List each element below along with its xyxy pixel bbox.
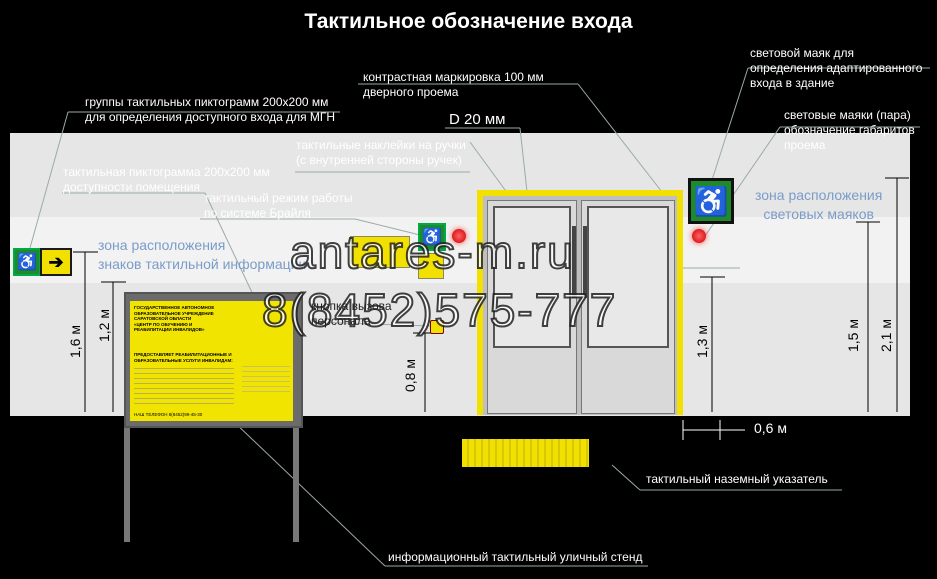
door-glass-right [587, 206, 669, 348]
direction-sign: ➔ [40, 248, 72, 276]
dim-1-5: 1,5 м [845, 319, 861, 352]
door-handle-left [572, 226, 576, 298]
stand-info-block [242, 366, 290, 396]
zone-light-beacons: зона расположения световых маяков [755, 187, 883, 222]
dim-1-6: 1,6 м [67, 325, 83, 358]
door-glass-left [493, 206, 571, 348]
wheelchair-sign-room: ♿ [418, 223, 446, 251]
label-street-stand: информационный тактильный уличный стенд [388, 550, 643, 564]
beacon-icon [452, 229, 466, 243]
dim-1-3: 1,3 м [694, 325, 710, 358]
dim-1-2: 1,2 м [96, 309, 112, 342]
tactile-ground-indicator [462, 439, 589, 467]
wheelchair-plate [418, 253, 444, 279]
label-contrast-marking: контрастная маркировка 100 мм дверного п… [363, 70, 544, 99]
label-ground-indicator: тактильный наземный указатель [646, 472, 828, 486]
dim-0-8: 0,8 м [402, 359, 418, 392]
label-pictogram-room: тактильная пиктограмма 200x200 мм доступ… [63, 165, 270, 194]
stand-services-text: ПРЕДОСТАВЛЯЕТ РЕАБИЛИТАЦИОННЫЕ И ОБРАЗОВ… [134, 352, 233, 363]
wheelchair-icon: ♿ [693, 185, 729, 217]
wheelchair-icon: ♿ [17, 254, 37, 271]
wheelchair-icon: ♿ [422, 229, 442, 246]
page-title: Тактильное обозначение входа [304, 10, 633, 33]
braille-schedule-plate [350, 236, 410, 268]
dim-2-1: 2,1 м [878, 319, 894, 352]
label-handle-stickers: тактильные наклейки на ручки (с внутренн… [296, 138, 466, 167]
label-d20: D 20 мм [449, 111, 506, 128]
door-handle-right [583, 226, 587, 298]
stand-org-text: ГОСУДАРСТВЕННОЕ АВТОНОМНОЕ ОБРАЗОВАТЕЛЬН… [134, 305, 215, 332]
zone-tactile-info: зона расположения знаков тактильной инфо… [98, 237, 307, 272]
stand-phone-text: НАШ ТЕЛЕФОН 8(8452)99-45-30 [134, 412, 203, 417]
beacon-wheelchair-sign: ♿ [688, 178, 734, 224]
beacon-icon [692, 229, 706, 243]
label-pictogram-groups: группы тактильных пиктограмм 200x200 мм … [85, 95, 336, 124]
watermark-phone: 8(8452)575-777 [261, 283, 618, 337]
label-call-button: кнопка вызова персонала [311, 299, 392, 328]
dim-0-6: 0,6 м [754, 420, 787, 436]
wheelchair-sign-left: ♿ [13, 248, 41, 276]
call-button-icon [430, 320, 444, 334]
arrow-right-icon: ➔ [48, 251, 64, 272]
label-braille-hours: тактильный режим работы по системе Брайл… [204, 191, 353, 220]
watermark-site: antares-m.ru [289, 225, 575, 279]
stand-list [134, 366, 234, 408]
label-beacon-top: световой маяк для определения адаптирова… [750, 46, 923, 90]
label-beacons-pair: световые маяки (пара) обозначение габари… [784, 108, 915, 152]
tactile-info-band [10, 217, 910, 283]
